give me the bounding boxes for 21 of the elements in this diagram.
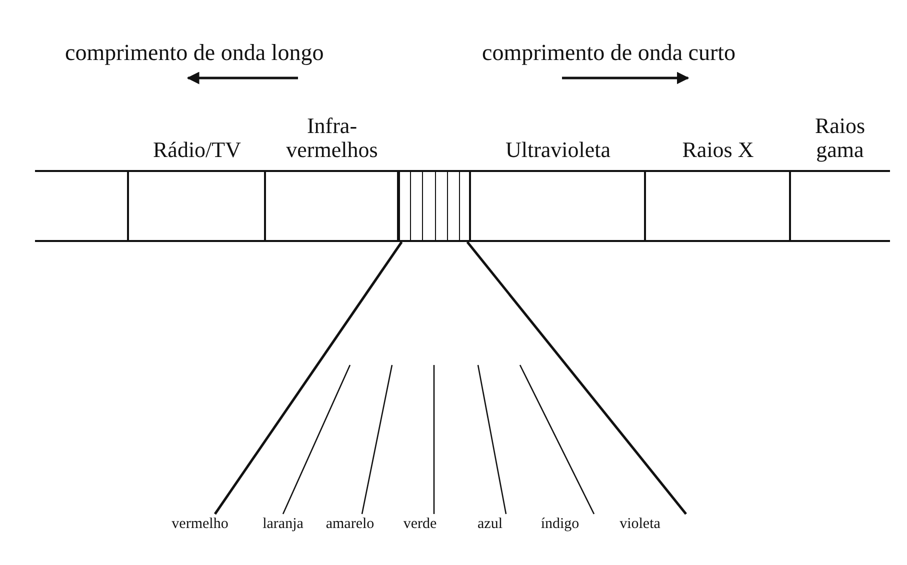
- color-label: vermelho: [172, 516, 228, 533]
- band-label: Raios gama: [814, 114, 866, 162]
- color-label: laranja: [262, 516, 304, 533]
- fan-line: [519, 364, 595, 514]
- band-label: Raios X: [682, 138, 754, 162]
- wavelength-label: comprimento de onda curto: [482, 40, 736, 66]
- band-label: Infra-vermelhos: [285, 114, 379, 162]
- band-label: Rádio/TV: [153, 138, 241, 162]
- wavelength-label: comprimento de onda longo: [65, 40, 324, 66]
- color-label: violeta: [620, 516, 660, 533]
- fan-line: [477, 364, 507, 514]
- leader-line: [214, 241, 403, 515]
- fan-line: [433, 365, 435, 514]
- color-label: amarelo: [326, 516, 374, 533]
- fan-line: [361, 364, 393, 514]
- fan-line: [282, 364, 351, 514]
- band-label: Ultravioleta: [505, 138, 611, 162]
- color-label: índigo: [540, 516, 580, 533]
- color-label: azul: [478, 516, 502, 533]
- color-label: verde: [403, 516, 437, 533]
- leader-line: [466, 241, 687, 515]
